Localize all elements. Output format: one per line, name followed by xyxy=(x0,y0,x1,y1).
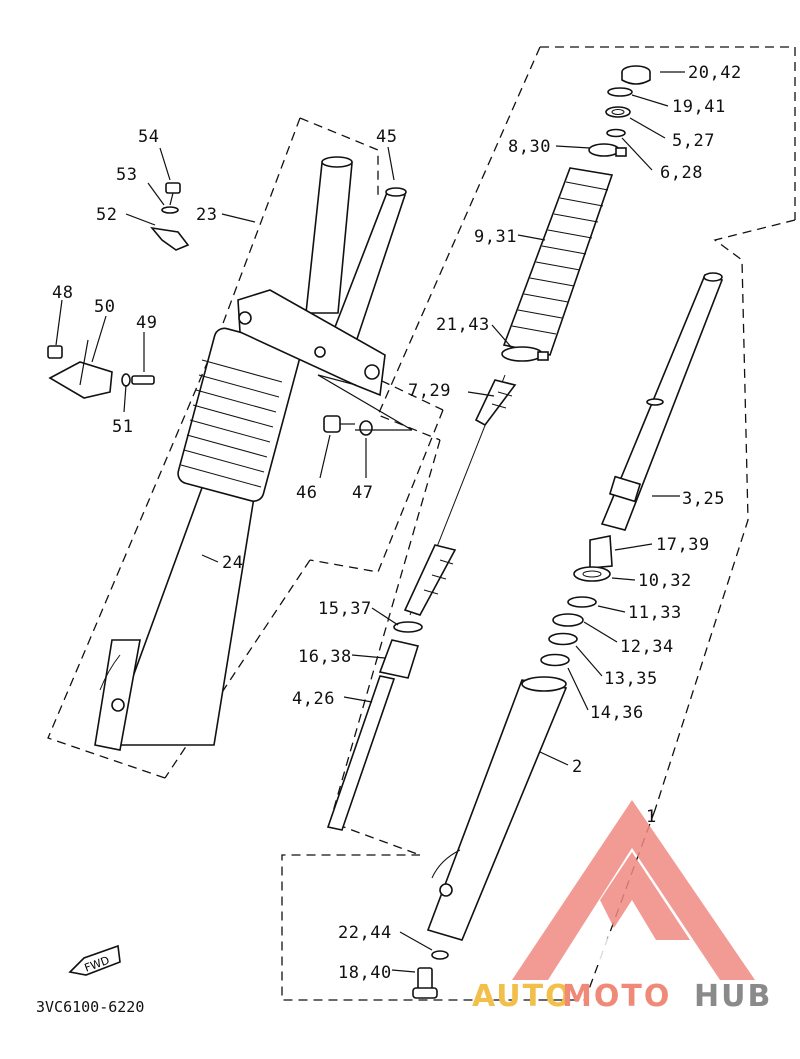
callout-20-42: 20,42 xyxy=(688,63,742,83)
callout-7-29: 7,29 xyxy=(408,381,451,401)
callout-15-37: 15,37 xyxy=(318,599,372,619)
lower-bracket xyxy=(237,289,386,397)
callout-5-27: 5,27 xyxy=(672,131,715,151)
bolt-49 xyxy=(121,373,155,387)
bolt-18-40 xyxy=(412,967,438,999)
bolt-46 xyxy=(323,415,355,433)
callout-1: 1 xyxy=(646,807,657,827)
guide-50 xyxy=(47,339,113,399)
right-fork-boot-9-31 xyxy=(502,167,614,356)
spring-16-38 xyxy=(378,639,420,679)
outer-tube-2 xyxy=(426,676,568,941)
callout-2: 2 xyxy=(572,757,583,777)
callout-45: 45 xyxy=(376,127,397,147)
clamp-21-43 xyxy=(501,346,549,362)
ring-6-28 xyxy=(606,128,626,138)
callout-9-31: 9,31 xyxy=(474,227,517,247)
watermark-moto: MOTO xyxy=(562,979,671,1014)
clip-11-33 xyxy=(567,596,597,608)
callout-19-41: 19,41 xyxy=(672,97,726,117)
washer-47 xyxy=(359,420,373,436)
stopper-17-39 xyxy=(589,535,613,569)
callout-12-34: 12,34 xyxy=(620,637,674,657)
callout-11-33: 11,33 xyxy=(628,603,682,623)
watermark-auto: AUTO xyxy=(472,979,573,1014)
callout-4-26: 4,26 xyxy=(292,689,335,709)
callout-51: 51 xyxy=(112,417,133,437)
callout-52: 52 xyxy=(96,205,117,225)
bushing-13-35 xyxy=(548,632,578,646)
right-fork-assembly-outline xyxy=(281,46,796,1001)
callout-54: 54 xyxy=(138,127,159,147)
callout-49: 49 xyxy=(136,313,157,333)
washer-12-34 xyxy=(552,613,584,627)
clip-19-41 xyxy=(607,87,633,97)
diagram-code: 3VC6100-6220 xyxy=(36,998,144,1016)
damper-rod-4-26 xyxy=(326,675,396,831)
oil-seal-10-32 xyxy=(573,566,611,582)
callout-48: 48 xyxy=(52,283,73,303)
inner-tube-3-25 xyxy=(600,272,724,531)
callout-47: 47 xyxy=(352,483,373,503)
leader-lines xyxy=(55,71,685,973)
callout-21-43: 21,43 xyxy=(436,315,490,335)
callout-46: 46 xyxy=(296,483,317,503)
callout-6-28: 6,28 xyxy=(660,163,703,183)
callout-10-32: 10,32 xyxy=(638,571,692,591)
washer-53 xyxy=(161,206,179,214)
bolt-54 xyxy=(165,182,181,206)
left-fork-boot xyxy=(177,327,301,502)
callout-16-38: 16,38 xyxy=(298,647,352,667)
steering-stem-45 xyxy=(328,187,407,346)
cap-20-42 xyxy=(621,65,651,85)
callout-53: 53 xyxy=(116,165,137,185)
callout-23: 23 xyxy=(196,205,217,225)
watermark-hub: HUB xyxy=(694,979,772,1014)
washer-22-44 xyxy=(431,950,449,960)
seal-5-27 xyxy=(605,106,631,118)
callout-17-39: 17,39 xyxy=(656,535,710,555)
left-inner-tube-24 xyxy=(94,156,353,751)
callout-8-30: 8,30 xyxy=(508,137,551,157)
fwd-arrow-icon: FWD xyxy=(68,944,121,976)
clamp-52 xyxy=(150,226,190,251)
callout-14-36: 14,36 xyxy=(590,703,644,723)
ring-15-37 xyxy=(393,621,423,633)
watermark-text: AUTO MOTO HUB xyxy=(472,979,772,1014)
callout-50: 50 xyxy=(94,297,115,317)
clamp-8-30 xyxy=(588,143,627,157)
callout-13-35: 13,35 xyxy=(604,669,658,689)
callout-24: 24 xyxy=(222,553,243,573)
callout-18-40: 18,40 xyxy=(338,963,392,983)
bushing-14-36 xyxy=(540,653,570,667)
callout-22-44: 22,44 xyxy=(338,923,392,943)
spring-7-29 xyxy=(403,374,517,616)
callout-labels: 54 53 52 23 45 48 50 49 51 46 47 24 20,4… xyxy=(36,63,742,1016)
callout-3-25: 3,25 xyxy=(682,489,725,509)
automotohub-logo-icon xyxy=(512,800,755,980)
